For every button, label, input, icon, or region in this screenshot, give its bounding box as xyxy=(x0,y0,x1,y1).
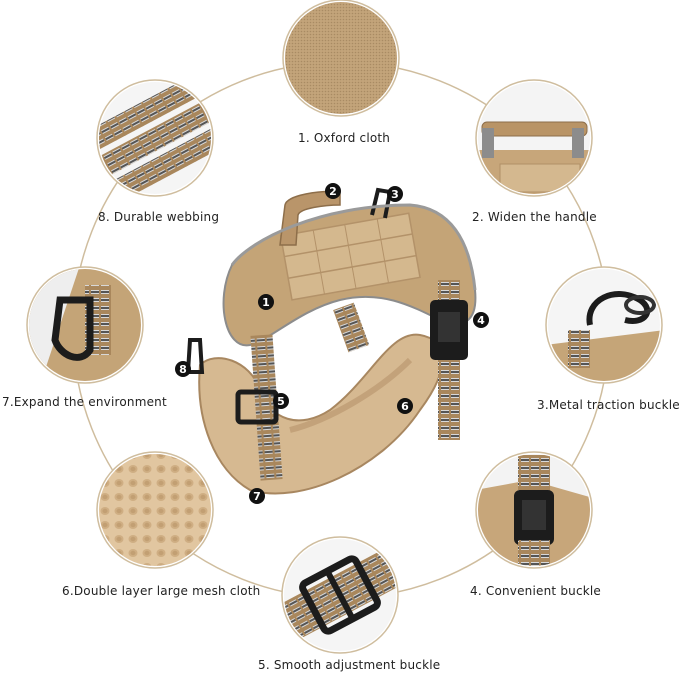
adjustment-buckle-closeup xyxy=(281,536,399,654)
svg-text:8: 8 xyxy=(179,363,187,376)
d-ring-closeup xyxy=(26,266,144,384)
marker-4: 4 xyxy=(473,312,489,328)
label-expand-environment: 7.Expand the environment xyxy=(2,395,167,409)
convenient-buckle-closeup xyxy=(475,451,593,569)
label-double-layer-mesh: 6.Double layer large mesh cloth xyxy=(62,584,261,598)
svg-text:3: 3 xyxy=(391,188,399,201)
svg-text:5: 5 xyxy=(277,395,285,408)
label-convenient-buckle: 4. Convenient buckle xyxy=(470,584,602,598)
label-smooth-adjustment-buckle: 5. Smooth adjustment buckle xyxy=(258,658,441,672)
metal-buckle-closeup xyxy=(545,266,663,384)
svg-text:7: 7 xyxy=(253,490,261,503)
marker-5: 5 xyxy=(273,393,289,409)
oxford-cloth-swatch xyxy=(282,0,400,117)
handle-closeup xyxy=(475,79,593,197)
svg-text:4: 4 xyxy=(477,314,485,327)
marker-6: 6 xyxy=(397,398,413,414)
webbing-closeup xyxy=(96,79,214,197)
marker-3: 3 xyxy=(387,186,403,202)
svg-text:1: 1 xyxy=(262,296,270,309)
mesh-cloth-swatch xyxy=(96,451,214,569)
molle-panel xyxy=(279,212,421,301)
marker-2: 2 xyxy=(325,183,341,199)
dog-harness-product xyxy=(185,187,477,495)
marker-1: 1 xyxy=(258,294,274,310)
label-oxford-cloth: 1. Oxford cloth xyxy=(298,131,391,145)
label-widen-handle: 2. Widen the handle xyxy=(472,210,597,224)
svg-text:6: 6 xyxy=(401,400,409,413)
marker-7: 7 xyxy=(249,488,265,504)
svg-text:2: 2 xyxy=(329,185,337,198)
marker-8: 8 xyxy=(175,361,191,377)
label-metal-traction-buckle: 3.Metal traction buckle xyxy=(537,398,679,412)
label-durable-webbing: 8. Durable webbing xyxy=(98,210,220,224)
